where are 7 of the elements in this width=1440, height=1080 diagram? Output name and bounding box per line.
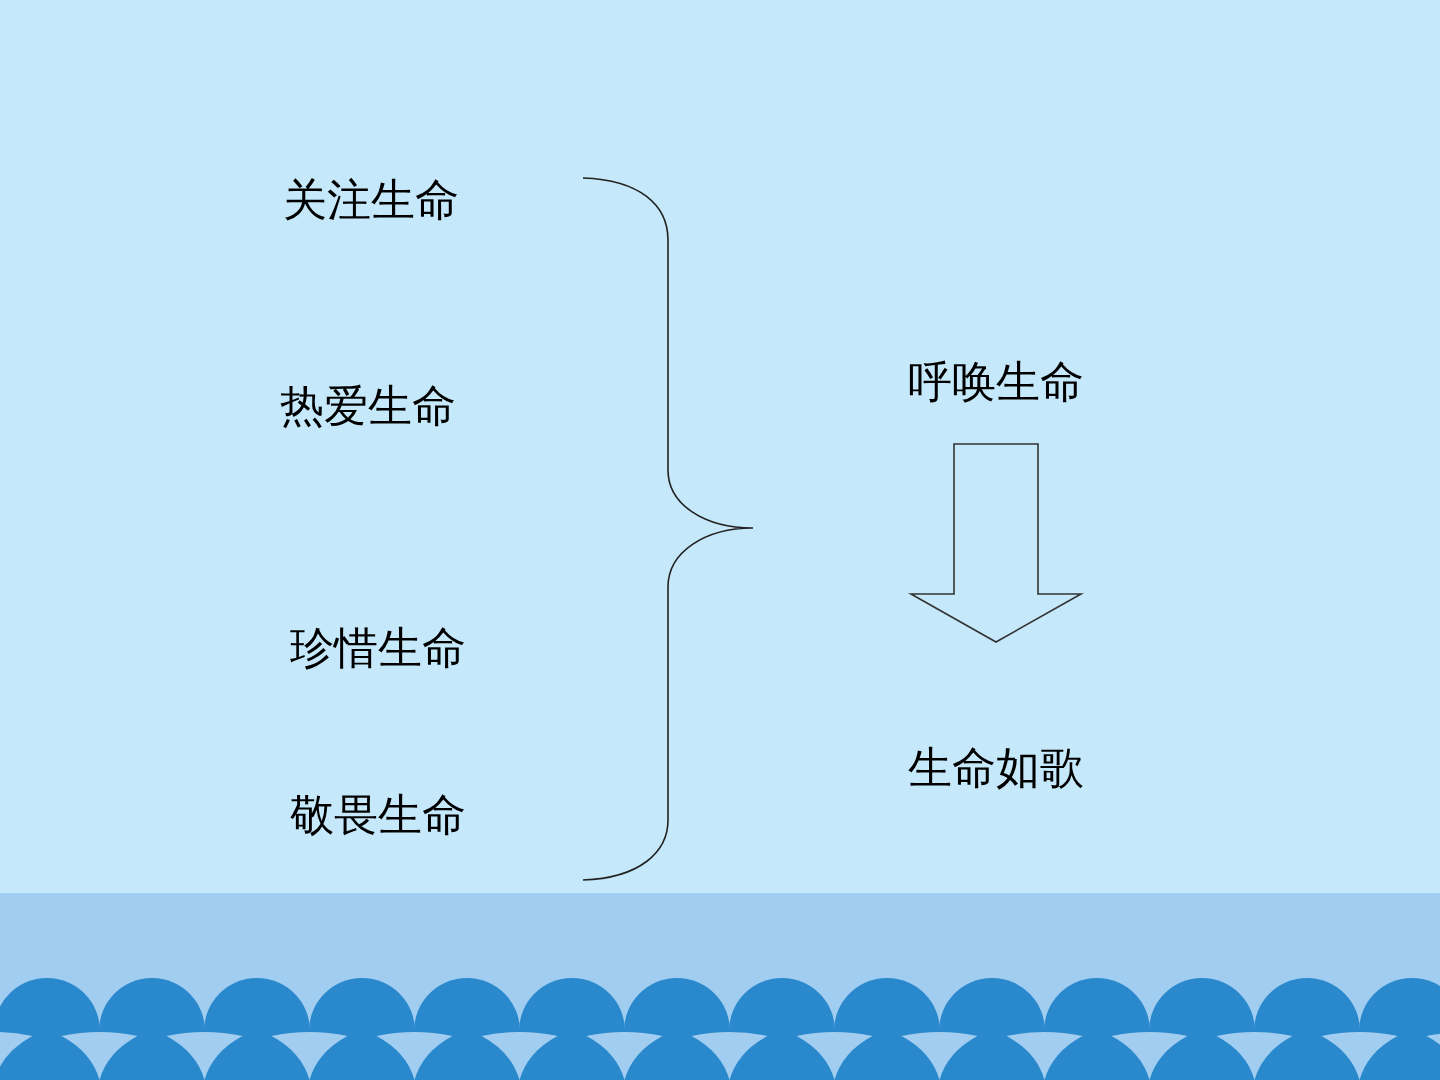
text-label: 关注生命 — [283, 174, 459, 226]
text-label: 敬畏生命 — [290, 789, 466, 841]
block-arrow — [907, 443, 1085, 643]
text-label: 珍惜生命 — [290, 622, 466, 674]
text-label: 生命如歌 — [908, 742, 1084, 794]
text-label: 呼唤生命 — [908, 356, 1084, 408]
text-label: 热爱生命 — [280, 380, 456, 432]
